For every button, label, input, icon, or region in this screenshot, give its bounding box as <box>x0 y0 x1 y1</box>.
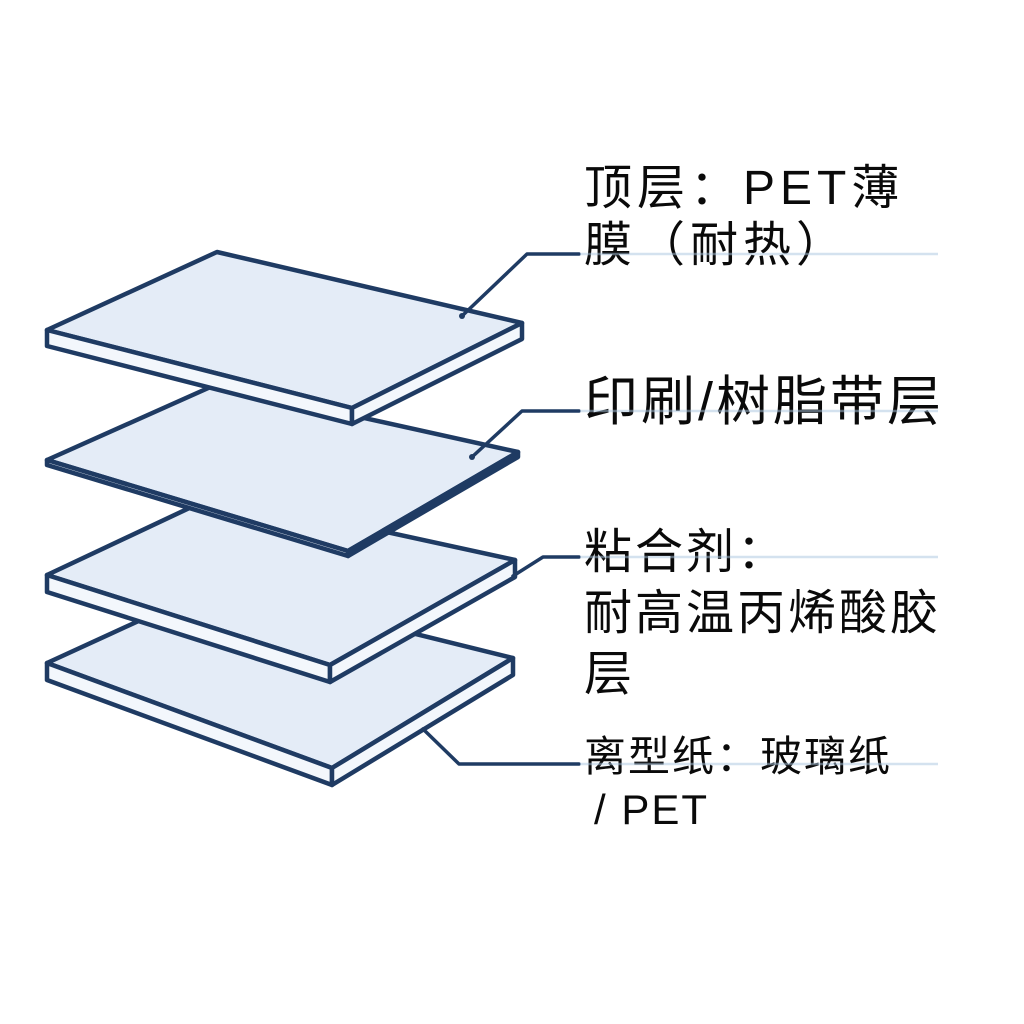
label-print-resin-line-1: 印刷/树脂带层 <box>584 372 945 432</box>
label-release-liner: 离型纸：玻璃纸 / PET <box>584 730 892 836</box>
leader-dot-top-layer <box>459 313 465 319</box>
layer1-top-face <box>44 249 525 411</box>
layer1-pet-film-slab <box>44 249 525 427</box>
label-top-layer-line-2: 膜（耐热） <box>584 219 850 272</box>
label-adhesive-line-2: 耐高温丙烯酸胶 <box>584 587 942 640</box>
layer4-right-side-face <box>329 655 516 788</box>
label-top-layer: 顶层：PET薄 膜（耐热） <box>584 160 904 274</box>
label-top-layer-line-1: 顶层：PET薄 <box>584 162 905 215</box>
layer3-right-side-face <box>327 557 518 685</box>
label-adhesive-line-3: 层 <box>584 648 636 701</box>
layer2-top-face <box>44 382 521 554</box>
label-release-liner-line-2: / PET <box>594 786 710 833</box>
layer2-right-side-face <box>345 449 521 559</box>
leader-dot-print-resin <box>469 454 475 460</box>
label-adhesive-line-1: 粘合剂： <box>584 526 789 579</box>
layer1-right-side-face <box>349 320 525 427</box>
leader-line-print-resin <box>470 409 581 459</box>
layer3-adhesive-slab <box>44 492 518 685</box>
leader-line-release-liner <box>421 727 581 766</box>
layer2-print-resin-sheet <box>44 382 521 559</box>
label-adhesive-layer: 粘合剂： 耐高温丙烯酸胶 层 <box>584 522 941 705</box>
leader-line-top-layer <box>460 252 581 318</box>
leader-line-adhesive <box>511 555 581 578</box>
label-print-resin-layer: 印刷/树脂带层 <box>584 372 944 432</box>
label-release-liner-line-1: 离型纸：玻璃纸 <box>584 733 893 780</box>
